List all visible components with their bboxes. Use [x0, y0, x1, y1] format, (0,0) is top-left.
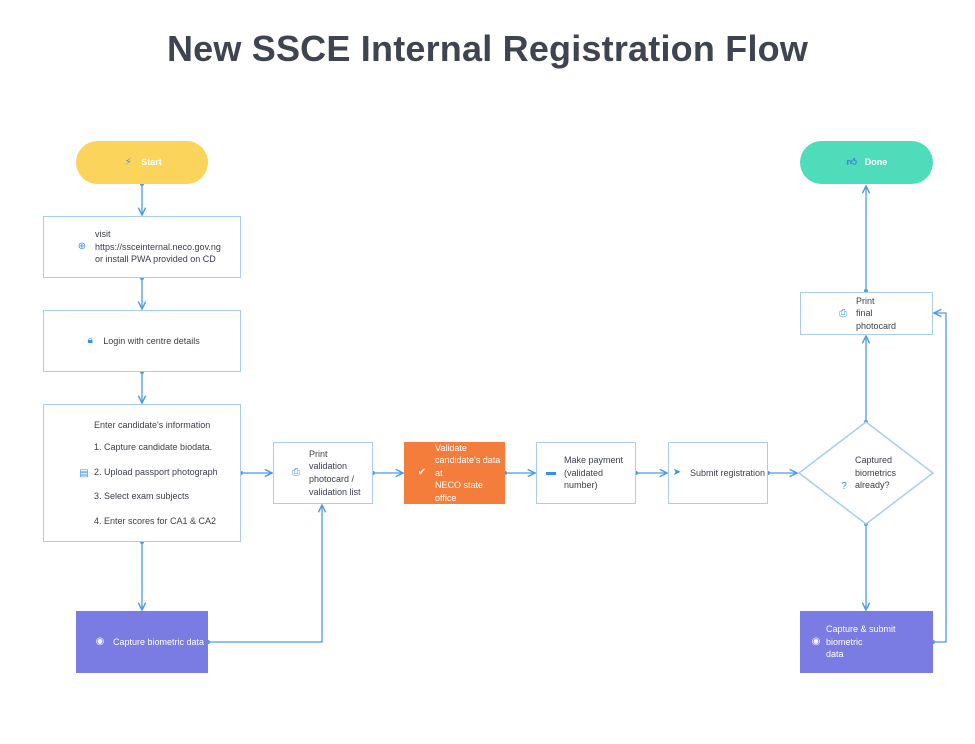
print-validation-line-1: Print — [309, 448, 328, 459]
print-validation-line-2: validation — [309, 461, 348, 472]
card-icon: ▬ — [546, 467, 556, 478]
decision-diamond — [797, 421, 935, 525]
start-label: Start — [141, 157, 162, 168]
print-validation-line-4: validation list — [309, 486, 361, 497]
capture-biometric-label: Capture biometric data — [113, 636, 205, 647]
enter-info-item-2: 2. Upload passport photograph — [94, 466, 218, 477]
print-validation-line-3: photocard / — [309, 474, 355, 484]
enter-info-item-4: 4. Enter scores for CA1 & CA2 — [94, 515, 217, 526]
print-final-line-1: Print — [855, 295, 875, 306]
validate-line-1: Validate — [435, 442, 467, 453]
form-icon: ▤ — [79, 468, 89, 479]
login-label: Login with centre details — [103, 335, 200, 346]
submit-label: Submit registration — [689, 467, 766, 478]
visit-line-3: or install PWA provided on CD — [95, 254, 216, 265]
validate-line-3: NECO state office — [435, 480, 484, 503]
enter-info-item-1: 1. Capture candidate biodata. — [94, 442, 213, 453]
decision-line-3: already? — [855, 480, 890, 491]
login-node: 🔒︎ Login with centre details — [43, 310, 241, 372]
printer-icon: ⎙ — [292, 467, 300, 478]
payment-line-2: (validated number) — [564, 467, 604, 491]
question-icon: ? — [841, 481, 847, 492]
edge-capture-printfinal — [933, 313, 947, 643]
capture-submit-line-1: Capture & submit biometric — [826, 624, 896, 647]
visit-line-1: visit — [95, 229, 111, 240]
thumbs-up-icon: 👍︎ — [846, 156, 857, 168]
enter-info-item-3: 3. Select exam subjects — [94, 491, 190, 502]
capture-submit-biometric-node: ◉ Capture & submit biometric data — [800, 611, 933, 673]
validate-line-2: candidate's data at — [435, 455, 501, 478]
visit-line-2: https://ssceinternal.neco.gov.ng — [95, 241, 221, 252]
printer-icon: ⎙ — [838, 307, 847, 319]
validate-node: ✔ Validate candidate's data at NECO stat… — [404, 442, 505, 504]
print-final-node: ⎙ Print final photocard — [800, 292, 933, 335]
payment-line-1: Make payment — [564, 455, 624, 466]
lock-icon: 🔒︎ — [87, 335, 93, 346]
bolt-icon: ⚡ — [124, 156, 132, 168]
fingerprint-icon: ◉ — [95, 636, 105, 647]
print-final-line-3: photocard — [855, 320, 897, 331]
enter-info-heading: Enter candidate's information — [94, 419, 211, 430]
done-node: 👍︎ Done — [800, 141, 933, 184]
globe-icon: ⊕ — [77, 241, 87, 252]
fingerprint-icon: ◉ — [811, 636, 821, 647]
print-validation-node: ⎙ Print validation photocard / validatio… — [273, 442, 373, 504]
print-final-line-2: final — [855, 308, 873, 319]
submit-node: ➤ Submit registration — [668, 442, 768, 504]
start-node: ⚡ Start — [76, 141, 208, 184]
done-label: Done — [864, 157, 888, 168]
payment-node: ▬ Make payment (validated number) — [536, 442, 636, 504]
decision-line-1: Captured — [855, 455, 893, 466]
capture-biometric-node: ◉ Capture biometric data — [76, 611, 208, 673]
decision-line-2: biometrics — [855, 467, 897, 478]
page-title: New SSCE Internal Registration Flow — [166, 28, 809, 69]
send-icon: ➤ — [672, 467, 682, 478]
edge-capture-print — [208, 505, 322, 643]
capture-submit-line-2: data — [826, 649, 844, 660]
enter-info-node: ▤ Enter candidate's information 1. Captu… — [43, 404, 241, 542]
visit-node: ⊕ visit https://ssceinternal.neco.gov.ng… — [43, 216, 241, 278]
decision-node: ? Captured biometrics already? — [838, 452, 896, 494]
check-icon: ✔ — [417, 467, 427, 478]
